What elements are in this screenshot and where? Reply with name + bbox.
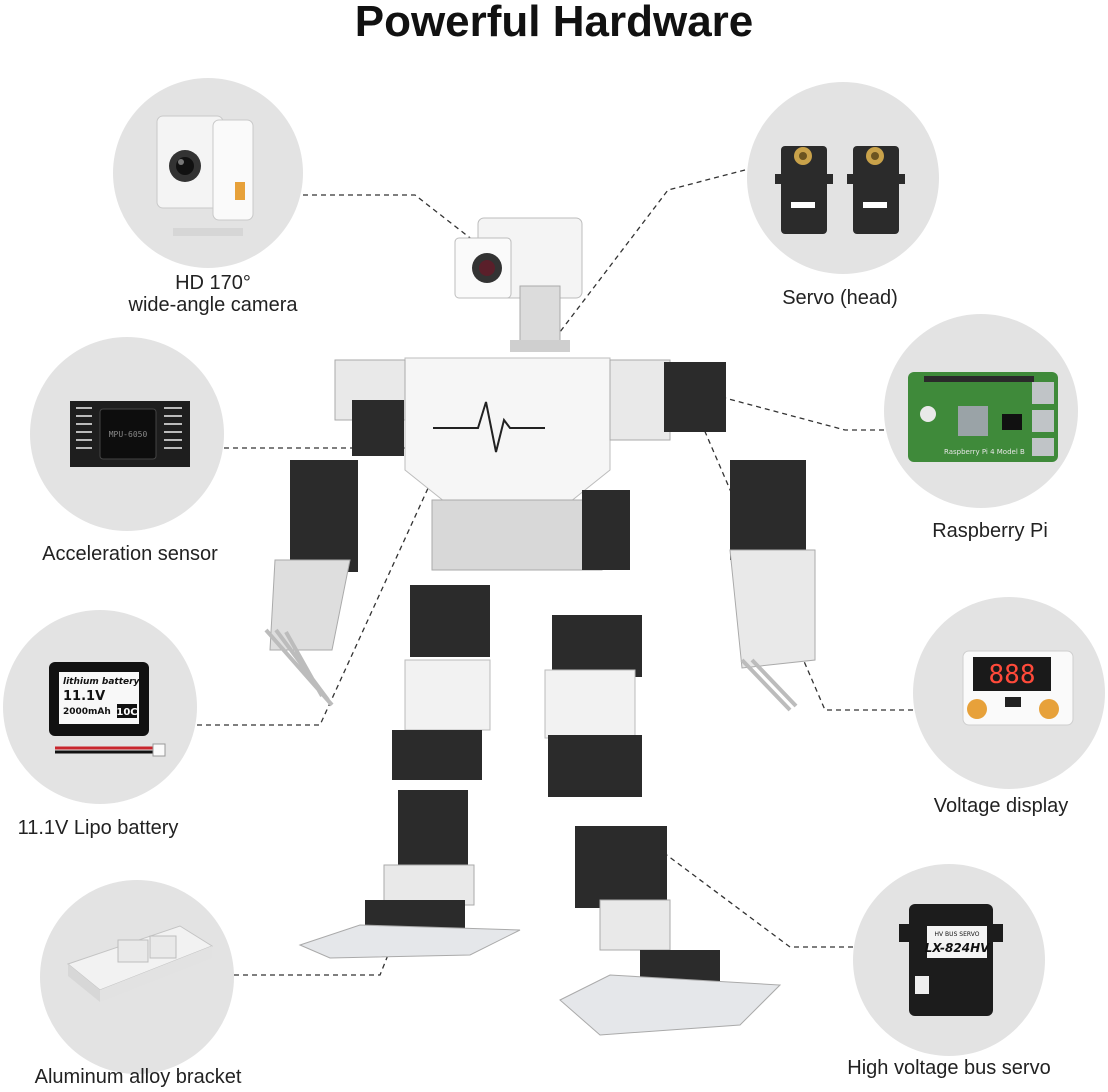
bracket-circle xyxy=(40,880,234,1074)
servo-icon: HV BUS SERVO LX-824HV xyxy=(899,904,1003,1016)
leader-bracket xyxy=(234,949,391,976)
bus-servo-circle: HV BUS SERVO LX-824HV xyxy=(853,864,1045,1056)
leader-bus-servo xyxy=(659,849,853,948)
leader-battery xyxy=(197,439,451,726)
leader-camera xyxy=(303,194,493,256)
bracket-icon xyxy=(66,925,214,1002)
board-text: Raspberry Pi 4 Model B xyxy=(944,448,1025,456)
battery-badge: 10C xyxy=(116,707,137,718)
bus-servo-brand: HV BUS SERVO xyxy=(935,931,980,938)
chip-icon: MPU-6050 xyxy=(70,401,190,467)
accel-circle: MPU-6050 xyxy=(30,337,224,531)
heartbeat-line xyxy=(433,401,545,453)
raspi-circle: Raspberry Pi 4 Model B xyxy=(884,314,1078,508)
voltage-digits: 888 xyxy=(989,660,1036,690)
battery-icon: lithium battery 11.1V 2000mAh 10C xyxy=(49,662,166,757)
robot-left-leg xyxy=(298,585,521,959)
battery-line3: 2000mAh xyxy=(63,707,111,717)
robot-right-arm xyxy=(609,359,816,712)
display-icon: 888 xyxy=(962,650,1074,726)
bus-servo-model: LX-824HV xyxy=(925,941,992,955)
servo-head-circle xyxy=(747,82,939,274)
raspi-label: Raspberry Pi xyxy=(932,520,1048,542)
voltage-label: Voltage display xyxy=(933,795,1069,817)
page-title: Powerful Hardware xyxy=(354,0,754,46)
voltage-circle: 888 xyxy=(913,597,1105,789)
robot-left-arm xyxy=(264,359,406,707)
board-icon: Raspberry Pi 4 Model B xyxy=(908,372,1058,462)
camera-label: HD 170° wide-angle camera xyxy=(108,272,318,316)
robot-head xyxy=(454,217,583,352)
accel-label: Acceleration sensor xyxy=(42,543,218,565)
battery-line2: 11.1V xyxy=(63,689,105,704)
robot-torso xyxy=(404,357,630,571)
robot-right-leg xyxy=(544,615,782,1036)
leader-servo-head xyxy=(549,169,746,346)
bracket-label: Aluminum alloy bracket xyxy=(34,1066,242,1088)
servo-head-label: Servo (head) xyxy=(782,287,898,309)
battery-line1: lithium battery xyxy=(63,677,141,687)
camera-icon xyxy=(156,115,254,236)
bus-servo-label: High voltage bus servo xyxy=(847,1057,1051,1079)
battery-circle: lithium battery 11.1V 2000mAh 10C xyxy=(3,610,197,804)
camera-circle xyxy=(113,78,303,268)
battery-label: 11.1V Lipo battery xyxy=(17,817,179,839)
chip-text: MPU-6050 xyxy=(109,430,148,439)
servo-icon xyxy=(775,146,905,234)
camera-label-line1: HD 170° xyxy=(175,272,251,294)
camera-label-line2: wide-angle camera xyxy=(128,294,298,316)
